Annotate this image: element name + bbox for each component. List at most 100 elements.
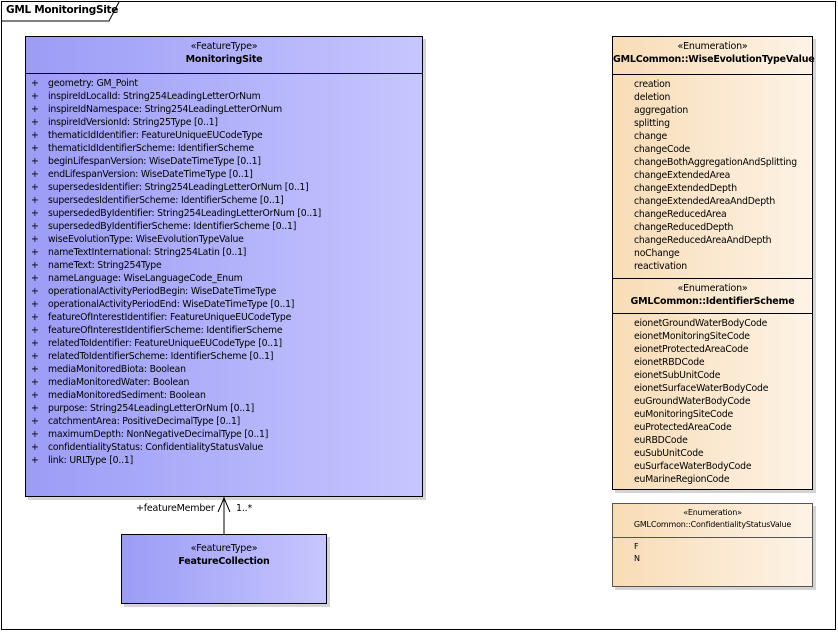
attribute-row[interactable]: +relatedToIdentifierScheme: IdentifierSc… xyxy=(31,350,422,363)
class-header: «FeatureType» FeatureCollection xyxy=(122,535,326,568)
attribute-text: relatedToIdentifier: FeatureUniqueEUCode… xyxy=(48,338,282,349)
visibility-public-icon: + xyxy=(31,221,39,232)
enum-literal[interactable]: reactivation xyxy=(634,261,687,272)
attribute-row[interactable]: +inspireIdVersionId: String25Type [0..1] xyxy=(31,116,422,129)
attribute-row[interactable]: +thematicIdIdentifier: FeatureUniqueEUCo… xyxy=(31,129,422,142)
enum-literal[interactable]: euProtectedAreaCode xyxy=(634,422,732,433)
attribute-row[interactable]: + inspireIdLocalId: String254LeadingLette… xyxy=(31,90,422,103)
enum-literal[interactable]: euMarineRegionCode xyxy=(634,474,730,485)
enum-literal[interactable]: euMonitoringSiteCode xyxy=(634,409,733,420)
enum-literal[interactable]: changeExtendedDepth xyxy=(634,183,737,194)
attribute-row[interactable]: +maximumDepth: NonNegativeDecimalType [0… xyxy=(31,428,422,441)
enum-literal[interactable]: N xyxy=(634,554,640,563)
enum-literal[interactable]: changeBothAggregationAndSplitting xyxy=(634,157,797,168)
enum-wise-evolution-type-value[interactable]: «Enumeration» GMLCommon::WiseEvolutionTy… xyxy=(612,36,815,279)
enum-literal[interactable]: eionetSurfaceWaterBodyCode xyxy=(634,383,769,394)
attribute-row[interactable]: +purpose: String254LeadingLetterOrNum [0… xyxy=(31,402,422,415)
attribute-row[interactable]: +supersedesIdentifier: String254LeadingL… xyxy=(31,181,422,194)
enum-literal[interactable]: aggregation xyxy=(634,105,689,116)
attribute-text: purpose: String254LeadingLetterOrNum [0.… xyxy=(48,403,255,414)
enum-literal[interactable]: changeExtendedAreaAndDepth xyxy=(634,196,776,207)
attribute-row[interactable]: +geometry: GM_Point xyxy=(31,77,422,90)
attribute-row[interactable]: +nameTextInternational: String254Latin [… xyxy=(31,246,422,259)
visibility-public-icon: + xyxy=(31,156,39,167)
class-header: «Enumeration» GMLCommon::Confidentiality… xyxy=(613,504,812,537)
attribute-row[interactable]: +mediaMonitoredBiota: Boolean xyxy=(31,363,422,376)
attribute-row[interactable]: +featureOfInterestIdentifier: FeatureUni… xyxy=(31,311,422,324)
attribute-text: thematicIdIdentifier: FeatureUniqueEUCod… xyxy=(48,130,263,141)
attribute-text: operationalActivityPeriodBegin: WiseDate… xyxy=(48,286,277,297)
enum-confidentiality-status-value[interactable]: «Enumeration» GMLCommon::Confidentiality… xyxy=(612,503,813,587)
enum-literal[interactable]: change xyxy=(634,131,668,142)
enum-literal[interactable]: creation xyxy=(634,79,671,90)
enum-literal[interactable]: euSubUnitCode xyxy=(634,448,704,459)
attribute-text: mediaMonitoredBiota: Boolean xyxy=(48,364,186,375)
attribute-text: wiseEvolutionType: WiseEvolutionTypeValu… xyxy=(48,234,244,245)
visibility-public-icon: + xyxy=(31,195,39,206)
attribute-row[interactable]: + relatedToIdentifier: FeatureUniqueEUCod… xyxy=(31,337,422,350)
class-monitoring-site[interactable]: «FeatureType» MonitoringSite +geometry: … xyxy=(25,36,423,497)
visibility-public-icon: + xyxy=(31,143,39,154)
visibility-public-icon: + xyxy=(31,338,39,349)
enum-literal[interactable]: eionetSubUnitCode xyxy=(634,370,721,381)
enum-literal[interactable]: eionetMonitoringSiteCode xyxy=(634,331,750,342)
stereotype-label: «Enumeration» xyxy=(677,283,748,294)
attribute-text: geometry: GM_Point xyxy=(48,78,138,89)
attribute-row[interactable]: +featureOfInterestIdentifierScheme: Iden… xyxy=(31,324,422,337)
enum-identifier-scheme[interactable]: «Enumeration» GMLCommon::IdentifierSchem… xyxy=(612,278,813,490)
enum-literal[interactable]: changeReducedAreaAndDepth xyxy=(634,235,772,246)
enum-literal[interactable]: deletion xyxy=(634,92,671,103)
attribute-row[interactable]: +thematicIdIdentifierScheme: IdentifierS… xyxy=(31,142,422,155)
visibility-public-icon: + xyxy=(31,104,39,115)
stereotype-label: «Enumeration» xyxy=(683,508,742,517)
attribute-row[interactable]: +beginLifespanVersion: WiseDateTimeType … xyxy=(31,155,422,168)
attribute-row[interactable]: +supersededByIdentifier: String254Leadin… xyxy=(31,207,422,220)
attribute-text: operationalActivityPeriodEnd: WiseDateTi… xyxy=(48,299,295,310)
enum-literal[interactable]: eionetProtectedAreaCode xyxy=(634,344,749,355)
visibility-public-icon: + xyxy=(31,91,39,102)
attribute-row[interactable]: +mediaMonitoredWater: Boolean xyxy=(31,376,422,389)
enum-literal[interactable]: F xyxy=(634,542,639,551)
attribute-text: inspireIdLocalId: String254LeadingLetter… xyxy=(48,91,261,102)
enum-literal[interactable]: changeExtendedArea xyxy=(634,170,731,181)
enum-literal[interactable]: eionetRBDCode xyxy=(634,357,705,368)
visibility-public-icon: + xyxy=(31,247,39,258)
enum-literal[interactable]: euRBDCode xyxy=(634,435,688,446)
enum-literal[interactable]: euSurfaceWaterBodyCode xyxy=(634,461,752,472)
class-name: FeatureCollection xyxy=(178,556,270,567)
visibility-public-icon: + xyxy=(31,208,39,219)
enum-literal[interactable]: euGroundWaterBodyCode xyxy=(634,396,751,407)
enum-literal[interactable]: splitting xyxy=(634,118,670,129)
visibility-public-icon: + xyxy=(31,377,39,388)
visibility-public-icon: + xyxy=(31,117,39,128)
attribute-text: relatedToIdentifierScheme: IdentifierSch… xyxy=(48,351,274,362)
enum-literal[interactable]: changeReducedDepth xyxy=(634,222,734,233)
association-multiplicity-label: 1..* xyxy=(236,503,253,514)
attribute-text: nameText: String254Type xyxy=(48,260,162,271)
stereotype-label: «FeatureType» xyxy=(190,543,258,554)
stereotype-label: «FeatureType» xyxy=(190,41,258,52)
attribute-text: maximumDepth: NonNegativeDecimalType [0.… xyxy=(48,429,269,440)
attribute-row[interactable]: +mediaMonitoredSediment: Boolean xyxy=(31,389,422,402)
attribute-row[interactable]: +endLifespanVersion: WiseDateTimeType [0… xyxy=(31,168,422,181)
enum-literal[interactable]: eionetGroundWaterBodyCode xyxy=(634,318,768,329)
attribute-row[interactable]: +operationalActivityPeriodBegin: WiseDat… xyxy=(31,285,422,298)
attribute-row[interactable]: +supersededByIdentifierScheme: Identifie… xyxy=(31,220,422,233)
class-header: «Enumeration» GMLCommon::WiseEvolutionTy… xyxy=(613,37,815,74)
attribute-row[interactable]: +wiseEvolutionType: WiseEvolutionTypeVal… xyxy=(31,233,422,246)
attribute-row[interactable]: +operationalActivityPeriodEnd: WiseDateT… xyxy=(31,298,422,311)
enum-literal[interactable]: changeReducedArea xyxy=(634,209,727,220)
attribute-row[interactable]: +nameText: String254Type xyxy=(31,259,422,272)
visibility-public-icon: + xyxy=(31,455,39,466)
enum-literal[interactable]: noChange xyxy=(634,248,680,259)
enum-literal[interactable]: changeCode xyxy=(634,144,691,155)
attribute-row[interactable]: +catchmentArea: PositiveDecimalType [0..… xyxy=(31,415,422,428)
attribute-row[interactable]: +confidentialityStatus: ConfidentialityS… xyxy=(31,441,422,454)
class-header: «Enumeration» GMLCommon::IdentifierSchem… xyxy=(613,279,812,313)
class-feature-collection[interactable]: «FeatureType» FeatureCollection xyxy=(121,534,327,604)
attribute-row[interactable]: +link: URLType [0..1] xyxy=(31,454,422,467)
attribute-row[interactable]: +inspireIdNamespace: String254LeadingLet… xyxy=(31,103,422,116)
attribute-row[interactable]: +supersedesIdentifierScheme: IdentifierS… xyxy=(31,194,422,207)
attribute-row[interactable]: +nameLanguage: WiseLanguageCode_Enum xyxy=(31,272,422,285)
